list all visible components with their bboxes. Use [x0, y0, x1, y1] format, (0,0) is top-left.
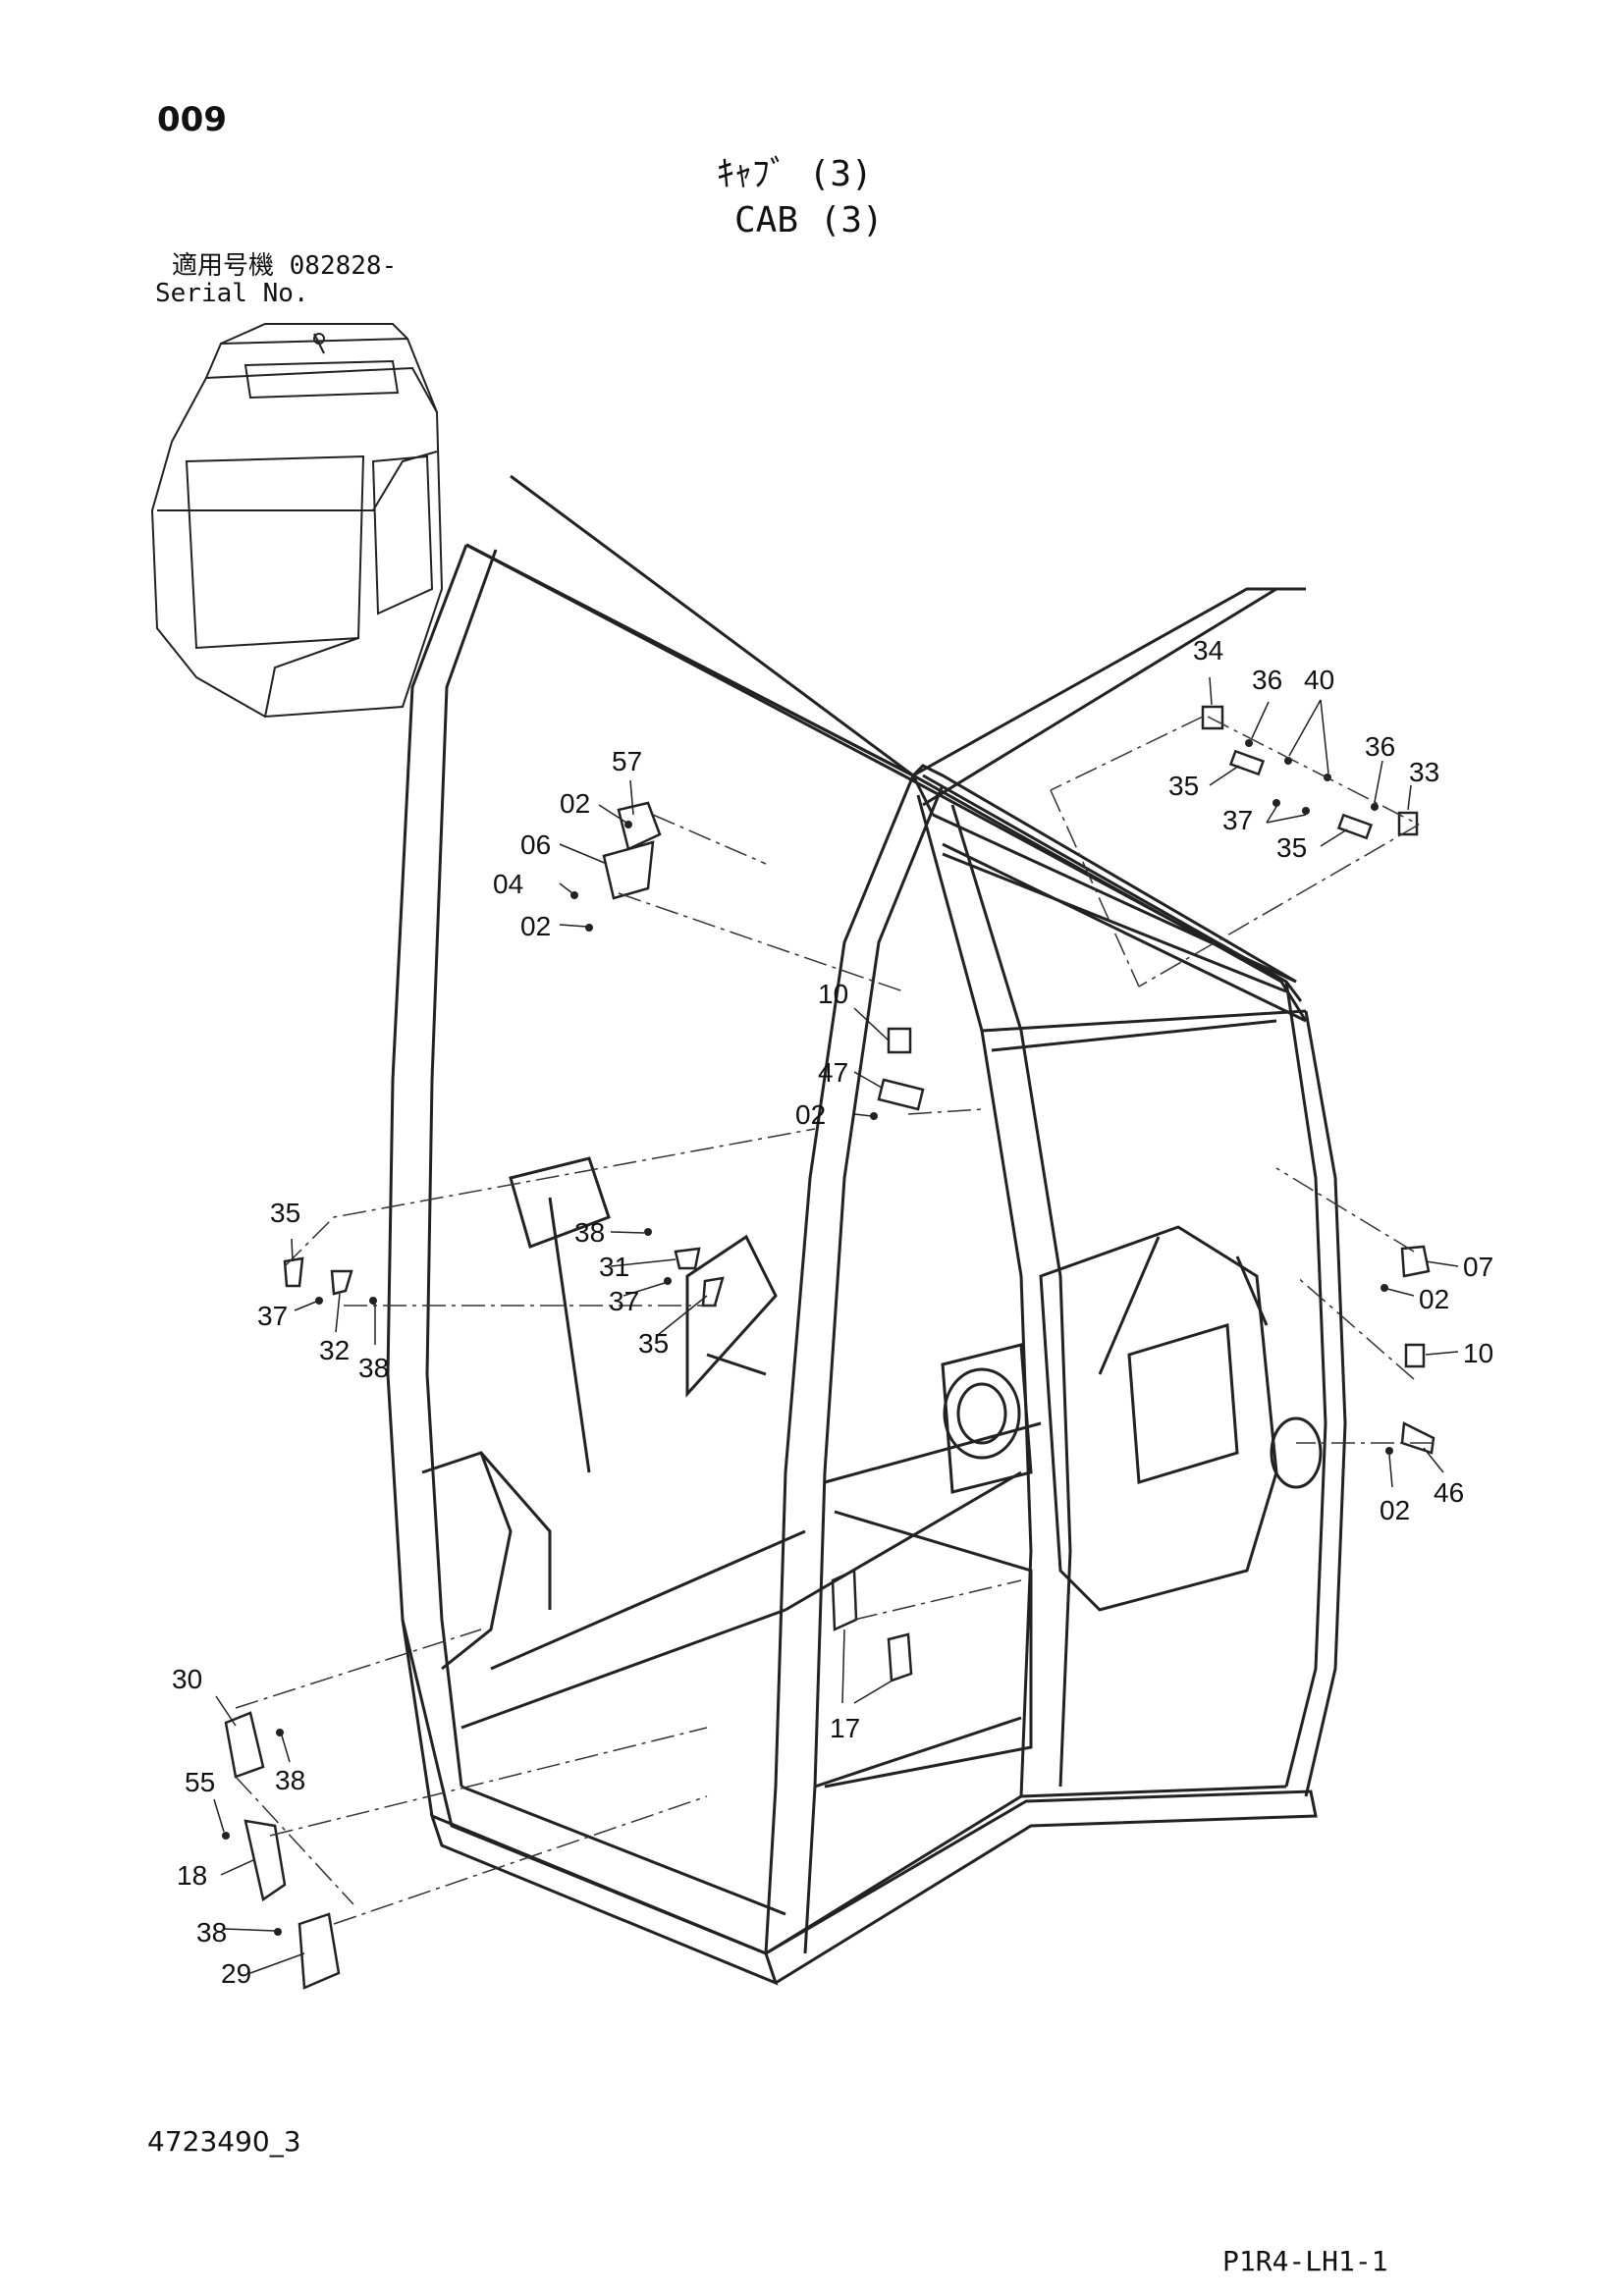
callout-46: 46	[1434, 1477, 1464, 1508]
part-34-icon	[1201, 705, 1224, 730]
callout-17: 17	[830, 1713, 860, 1743]
part-46-icon	[1400, 1421, 1435, 1455]
callout-02: 02	[520, 911, 551, 941]
callout-31: 31	[599, 1252, 629, 1282]
part-32-icon	[330, 1269, 353, 1296]
callout-18: 18	[177, 1860, 207, 1891]
callout-02: 02	[795, 1099, 826, 1130]
part-31-icon	[674, 1247, 701, 1270]
callout-02: 02	[1419, 1284, 1449, 1314]
part-35a-icon	[1228, 749, 1266, 776]
callout-labels: 34 36 40 36 33 35 37 35 57 02 06 04 02 1…	[172, 635, 1493, 1989]
title-japanese: ｷｬﾌﾞ (3)	[717, 154, 873, 194]
part-35c-icon	[283, 1256, 304, 1288]
callout-02: 02	[1380, 1495, 1410, 1525]
callout-36: 36	[1252, 665, 1282, 695]
callout-10: 10	[1463, 1338, 1493, 1368]
callout-38: 38	[574, 1217, 605, 1248]
part-10b-icon	[1404, 1343, 1426, 1368]
part-30-icon	[224, 1711, 265, 1779]
callout-33: 33	[1409, 757, 1439, 787]
sheet-code: P1R4-LH1-1	[1222, 2245, 1388, 2277]
part-17a-icon	[831, 1569, 858, 1631]
callout-38: 38	[196, 1917, 227, 1948]
callout-37: 37	[1222, 805, 1253, 835]
part-10a-icon	[887, 1027, 912, 1054]
callout-29: 29	[221, 1958, 251, 1989]
callout-37: 37	[609, 1286, 639, 1316]
callout-35: 35	[1276, 832, 1307, 863]
part-47-icon	[877, 1078, 925, 1111]
callout-35: 35	[638, 1328, 669, 1359]
part-18-icon	[244, 1819, 287, 1902]
page-number: 009	[157, 100, 227, 139]
callout-55: 55	[185, 1767, 215, 1797]
part-07-icon	[1400, 1245, 1431, 1278]
callout-04: 04	[493, 869, 523, 899]
callout-38: 38	[275, 1765, 305, 1795]
fasteners	[222, 739, 1393, 1936]
callout-47: 47	[818, 1057, 848, 1088]
callout-10: 10	[818, 979, 848, 1009]
callout-35: 35	[270, 1198, 300, 1228]
drawing-number: 4723490_3	[147, 2125, 301, 2158]
callout-36: 36	[1365, 731, 1395, 762]
part-35d-icon	[701, 1276, 725, 1308]
callout-40: 40	[1304, 665, 1334, 695]
callout-35: 35	[1168, 771, 1199, 801]
callout-06: 06	[520, 829, 551, 860]
callout-02: 02	[560, 788, 590, 819]
title-english: CAB (3)	[734, 200, 884, 240]
part-57-icon	[617, 801, 662, 851]
callout-34: 34	[1193, 635, 1223, 666]
part-29-icon	[298, 1912, 341, 1990]
leader-lines	[213, 676, 1459, 1974]
part-17b-icon	[887, 1632, 913, 1682]
cab-frame	[386, 474, 1347, 1986]
part-33-icon	[1397, 811, 1419, 836]
part-35b-icon	[1336, 813, 1374, 840]
small-parts	[224, 705, 1435, 1990]
callout-30: 30	[172, 1664, 202, 1694]
serial-label-english: Serial No.	[155, 279, 309, 308]
serial-label-japanese: 適用号機 082828-	[172, 251, 398, 281]
callout-07: 07	[1463, 1252, 1493, 1282]
part-06-icon	[602, 840, 655, 900]
callout-37: 37	[257, 1301, 288, 1331]
callout-57: 57	[612, 746, 642, 776]
callout-32: 32	[319, 1335, 350, 1365]
callout-38: 38	[358, 1353, 389, 1383]
assembly-lines	[235, 716, 1434, 1925]
cab-thumbnail	[150, 323, 444, 719]
